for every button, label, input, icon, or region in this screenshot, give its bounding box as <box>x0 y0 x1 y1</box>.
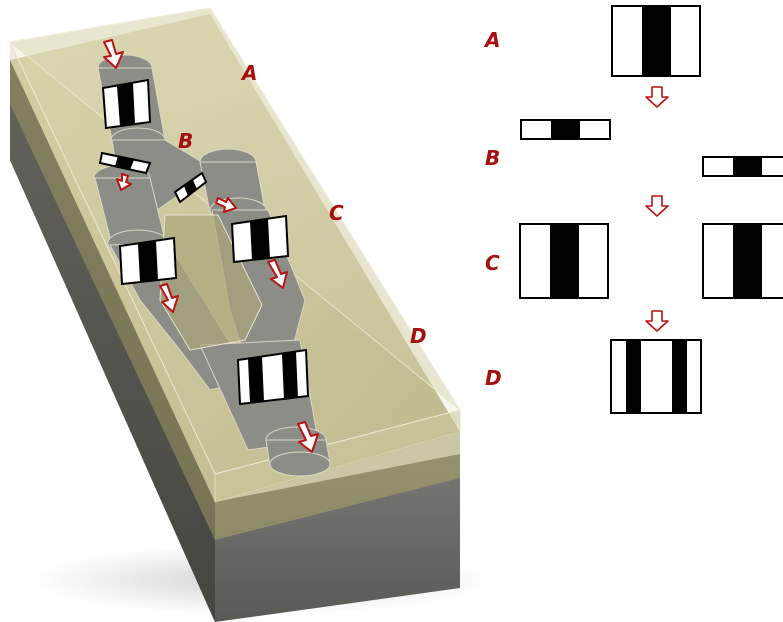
flow-arrow-icon <box>159 283 179 313</box>
schematic-arrows <box>645 86 669 332</box>
schematic-stripe-a <box>611 5 701 77</box>
flow-arrow-icon <box>215 197 237 213</box>
device-stripe-pattern-d <box>236 348 310 406</box>
schematic-panel: A B C D <box>483 5 783 414</box>
flow-arrow-icon <box>297 421 319 453</box>
chip-device: A B C D <box>8 7 490 622</box>
flow-arrow-icon <box>103 39 124 69</box>
schematic-stripe-c-right <box>702 223 783 299</box>
schematic-label-d: D <box>485 366 502 390</box>
schematic-stripe-c-left <box>519 223 609 299</box>
device-flow-arrows <box>103 39 319 453</box>
flow-arrow-icon <box>116 173 132 191</box>
device-label-b: B <box>178 129 193 153</box>
down-arrow-icon <box>645 195 669 217</box>
schematic-label-c: C <box>485 251 500 275</box>
schematic-stripe-b-left <box>520 119 611 140</box>
down-arrow-icon <box>645 310 669 332</box>
schematic-label-a: A <box>483 28 500 52</box>
device-label-d: D <box>410 324 427 348</box>
device-stripe-pattern-c-left <box>118 236 178 286</box>
divider-block <box>159 214 263 351</box>
schematic-stripe-d <box>610 339 702 414</box>
device-stripe-pattern-a <box>101 78 152 130</box>
flow-arrow-icon <box>267 259 288 289</box>
down-arrow-icon <box>645 86 669 108</box>
schematic-label-b: B <box>485 146 500 170</box>
device-stripe-pattern-c-right <box>230 214 290 264</box>
device-stripe-pattern-b-right <box>173 171 208 204</box>
device-label-c: C <box>329 201 344 225</box>
device-label-a: A <box>240 61 257 85</box>
device-stripe-pattern-b-left <box>98 151 152 175</box>
schematic-stripe-b-right <box>702 156 783 177</box>
